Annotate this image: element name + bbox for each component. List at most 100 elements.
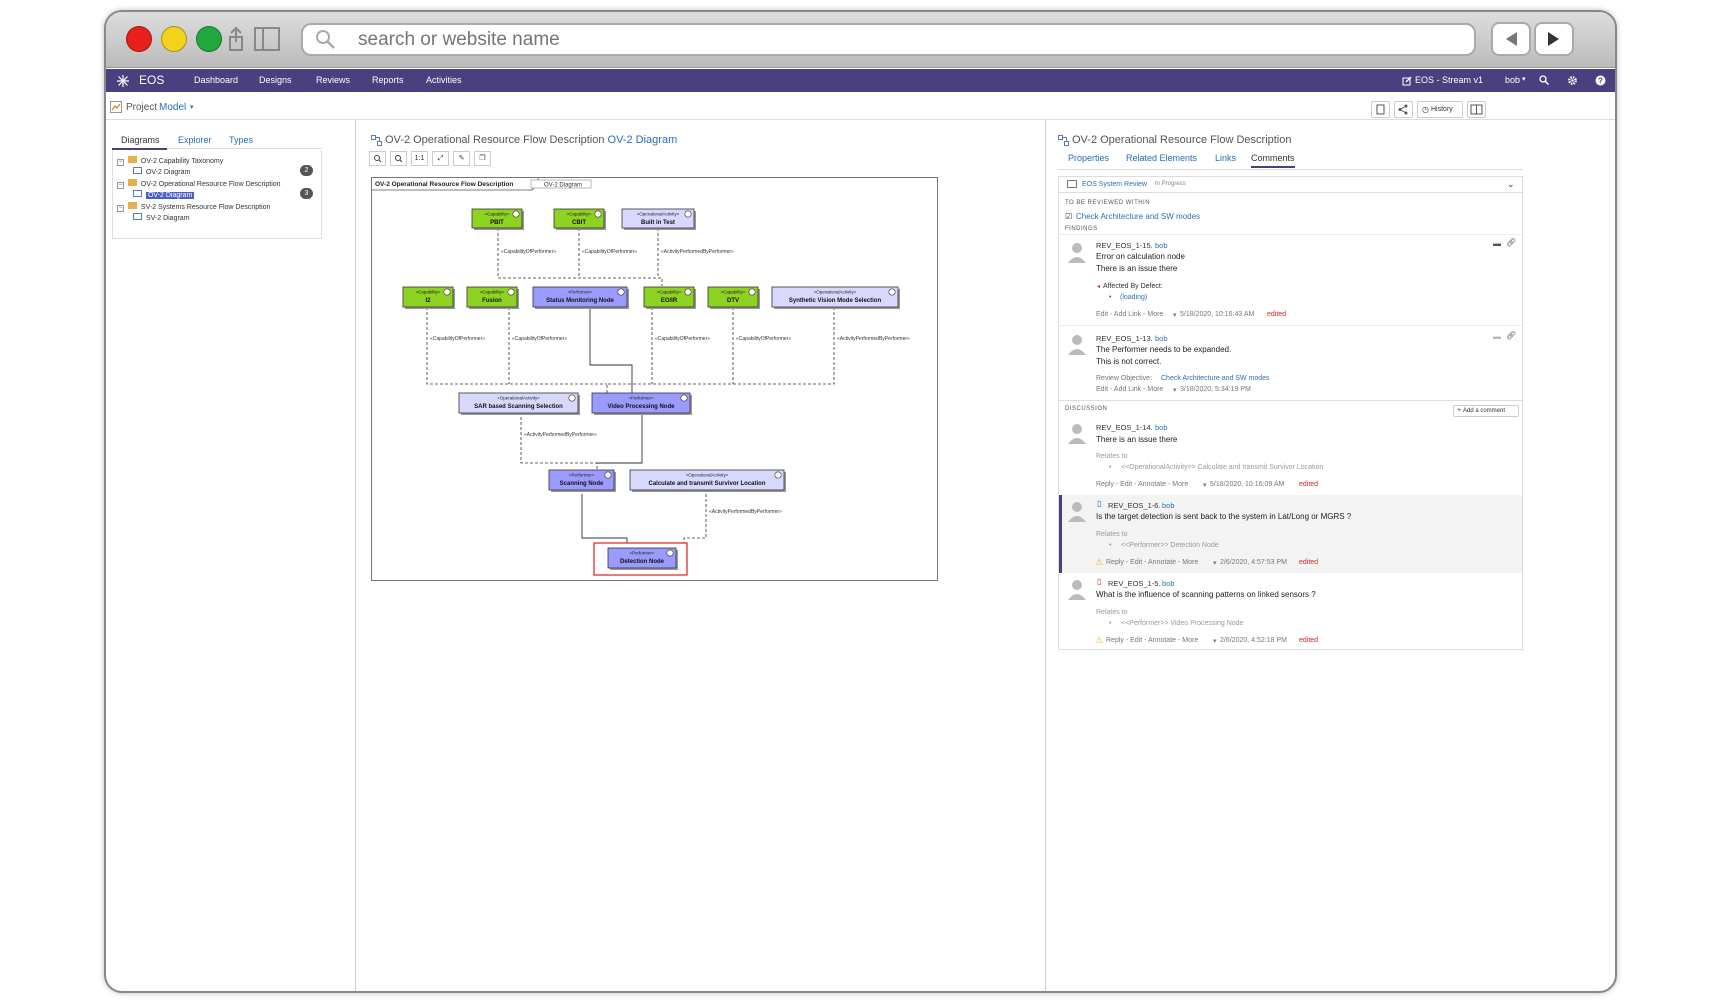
comment-author[interactable]: bob — [1162, 501, 1175, 510]
maximize-window-button[interactable] — [196, 26, 222, 52]
export-button[interactable] — [1371, 101, 1390, 118]
add-comment-button[interactable]: + Add a comment — [1453, 405, 1519, 417]
help-icon[interactable]: ? — [1595, 75, 1606, 86]
tab-related-elements[interactable]: Related Elements — [1126, 153, 1198, 163]
zoom-reset-button[interactable]: 1:1 — [411, 151, 428, 166]
element-tabs: Properties Related Elements Links Commen… — [1058, 149, 1523, 170]
review-objective-link[interactable]: Check Architecture and SW modes — [1076, 212, 1201, 221]
node-built-in-test[interactable]: «OperationalActivity»Built in Test — [621, 208, 696, 230]
node-synthetic-vision[interactable]: «OperationalActivity»Synthetic Vision Mo… — [771, 286, 900, 309]
comment-actions[interactable]: Reply - Edit - Annotate - More — [1106, 637, 1199, 644]
finding-author[interactable]: bob — [1155, 334, 1168, 343]
nav-reviews[interactable]: Reviews — [316, 75, 351, 85]
finding-title: The Performer needs to be expanded. — [1096, 345, 1232, 354]
review-header[interactable]: EOS System Review In Progress ⌄ — [1059, 177, 1522, 193]
relates-item[interactable]: <<Performer>> Detection Node — [1121, 542, 1219, 549]
node-eo-ir[interactable]: «Capability»EO/IR — [643, 286, 696, 309]
tree-item[interactable]: − SV-2 Systems Resource Flow Description — [117, 202, 270, 212]
comment-icon[interactable]: ▬ — [1493, 239, 1501, 248]
tab-explorer[interactable]: Explorer — [178, 135, 212, 145]
tree-item-selected[interactable]: OV-2 Diagram — [133, 190, 195, 199]
node-calculate-transmit[interactable]: «OperationalActivity»Calculate and trans… — [629, 469, 786, 492]
link-icon[interactable]: 🔗︎ — [1506, 331, 1517, 340]
tab-comments[interactable]: Comments — [1251, 153, 1295, 168]
chevron-down-icon[interactable]: ⌄ — [1507, 179, 1515, 189]
close-window-button[interactable] — [126, 26, 152, 52]
zoom-in-button[interactable] — [369, 151, 386, 166]
node-detection[interactable]: «Performer»Detection Node — [607, 547, 678, 570]
comment-actions[interactable]: Reply - Edit - Annotate - More — [1096, 481, 1189, 488]
sidebar-icon[interactable] — [254, 27, 280, 51]
finding-id[interactable]: REV_EOS_1-15. — [1096, 241, 1153, 250]
tab-types[interactable]: Types — [229, 135, 254, 145]
gear-icon[interactable] — [1567, 75, 1578, 86]
edit-diagram-button[interactable]: ✎ — [453, 151, 470, 166]
project-model-link[interactable]: Model — [159, 102, 187, 113]
tab-diagrams[interactable]: Diagrams — [121, 135, 160, 145]
forward-button[interactable] — [1534, 22, 1574, 56]
copy-button[interactable]: ❐ — [474, 151, 491, 166]
nav-reports[interactable]: Reports — [372, 75, 404, 85]
collapse-icon[interactable]: − — [117, 159, 124, 166]
comment-id[interactable]: REV_EOS_1-6. — [1108, 501, 1161, 510]
brand-name[interactable]: EOS — [139, 73, 165, 87]
comment-icon[interactable]: ▬ — [1493, 332, 1501, 341]
zoom-out-button[interactable] — [390, 151, 407, 166]
finding-actions[interactable]: Edit - Add Link - More — [1096, 386, 1164, 393]
diagram-canvas[interactable]: OV-2 Operational Resource Flow Descripti… — [371, 177, 938, 581]
node-i2[interactable]: «Capability»I2 — [402, 286, 455, 309]
relates-item[interactable]: <<Performer>> Video Processing Node — [1121, 620, 1244, 627]
minimize-window-button[interactable] — [161, 26, 187, 52]
node-scanning[interactable]: «Performer»Scanning Node — [548, 469, 616, 492]
link-icon[interactable]: 🔗︎ — [1506, 238, 1517, 247]
node-fusion[interactable]: «Capability»Fusion — [466, 286, 519, 309]
comment-id[interactable]: REV_EOS_1-5. — [1108, 579, 1161, 588]
nav-designs[interactable]: Designs — [259, 75, 292, 85]
stream-selector[interactable]: EOS - Stream v1 — [1415, 75, 1484, 85]
history-button[interactable]: ◷ History — [1417, 101, 1463, 118]
finding-actions[interactable]: Edit - Add Link - More — [1096, 311, 1164, 318]
fit-button[interactable]: ⤢ — [432, 151, 449, 166]
nav-activities[interactable]: Activities — [426, 75, 462, 85]
node-cbit[interactable]: «Capability»CBIT — [553, 208, 606, 230]
tab-links[interactable]: Links — [1215, 153, 1237, 163]
tree-item[interactable]: − OV-2 Operational Resource Flow Descrip… — [117, 179, 281, 189]
comment-id[interactable]: REV_EOS_1-14. — [1096, 423, 1153, 432]
node-type-icon — [684, 210, 692, 218]
panel-icon — [1470, 104, 1483, 115]
back-button[interactable] — [1491, 22, 1531, 56]
tree-item[interactable]: OV-2 Diagram — [133, 167, 190, 176]
share-button[interactable] — [1394, 101, 1413, 118]
tree-item[interactable]: − OV-2 Capability Taxonomy — [117, 156, 223, 166]
node-label: PBIT — [490, 220, 504, 226]
node-sar-scanning[interactable]: «OperationalActivity»SAR based Scanning … — [458, 392, 580, 415]
search-icon[interactable] — [1539, 75, 1549, 85]
highlighted-comment[interactable] — [1059, 495, 1522, 573]
share-icon[interactable] — [228, 26, 244, 52]
finding-author[interactable]: bob — [1155, 241, 1168, 250]
comment-actions[interactable]: Reply - Edit - Annotate - More — [1106, 559, 1199, 566]
diagram-type-link[interactable]: OV-2 Diagram — [607, 134, 678, 146]
panel-toggle-button[interactable] — [1467, 101, 1486, 118]
chevron-down-icon[interactable]: ▾ — [190, 104, 194, 111]
review-name[interactable]: EOS System Review — [1082, 181, 1147, 188]
left-tabs: Diagrams Explorer Types — [112, 131, 322, 150]
nav-dashboard[interactable]: Dashboard — [194, 75, 239, 85]
finding-id[interactable]: REV_EOS_1-13. — [1096, 334, 1153, 343]
collapse-icon[interactable]: − — [117, 205, 124, 212]
node-pbit[interactable]: «Capability»PBIT — [471, 208, 524, 230]
comment-author[interactable]: bob — [1162, 579, 1175, 588]
address-input[interactable] — [358, 29, 1358, 51]
user-menu[interactable]: bob — [1505, 75, 1521, 85]
node-status-monitoring[interactable]: «Performer»Status Monitoring Node — [532, 286, 629, 309]
node-dtv[interactable]: «Capability»DTV — [707, 286, 760, 309]
relates-item[interactable]: <<OperationalActivity>> Calculate and tr… — [1121, 464, 1324, 471]
node-video-processing[interactable]: «Performer»Video Processing Node — [591, 392, 692, 415]
tree-item[interactable]: SV-2 Diagram — [133, 213, 190, 222]
pin-icon: ▯ — [1097, 577, 1102, 586]
tab-properties[interactable]: Properties — [1068, 153, 1110, 163]
collapse-icon[interactable]: − — [117, 182, 124, 189]
objective-link[interactable]: Check Architecture and SW modes — [1161, 375, 1270, 382]
comment-author[interactable]: bob — [1155, 423, 1168, 432]
address-bar[interactable] — [301, 23, 1476, 56]
